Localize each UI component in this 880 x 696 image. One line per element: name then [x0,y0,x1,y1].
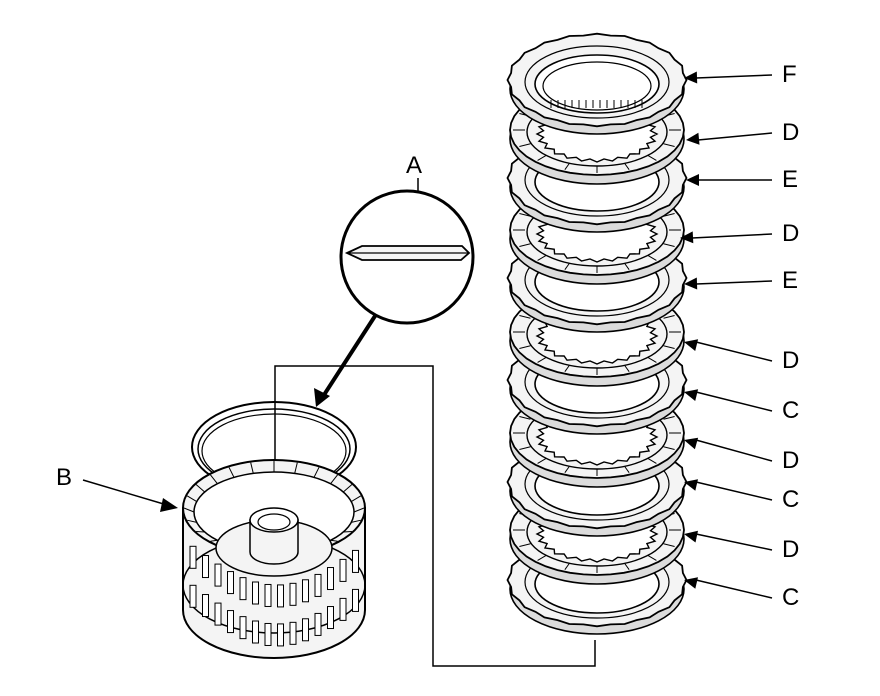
leader-5 [695,280,773,285]
drum-upper-slot [227,571,234,595]
leader-4 [691,233,773,239]
label-plate-8: D [782,447,800,474]
label-plate-11: C [782,584,800,611]
drum-lower-slot [339,597,347,621]
leader-8 [695,439,773,462]
label-plate-6: D [782,347,800,374]
plate-1 [506,32,688,135]
drum-upper-slot [214,563,222,587]
stack-leaders [680,71,773,599]
leader-b [82,479,178,512]
drum-lower-slot [214,602,222,626]
drum-upper-slot [314,573,322,597]
label-plate-4: D [782,220,800,247]
leader-7 [695,391,773,412]
drum-lower-slot [227,610,234,634]
label-plate-3: E [782,166,799,193]
drum-upper-slot [277,584,284,608]
leader-10 [695,533,773,551]
drum-lower-slot [352,588,359,612]
arrowhead-9 [684,479,698,491]
clutch-plate-stack [506,32,688,635]
drum-lower-slot [252,620,259,644]
drum-lower-slot [264,622,272,646]
drum-upper-slot [289,582,297,606]
drum-upper-slot [352,549,359,573]
arrowhead-5 [684,277,698,290]
label-detail-a: A [406,152,423,179]
arrowhead-3 [686,174,699,186]
clutch-drum-b [182,459,366,659]
label-plate-1: F [782,61,797,88]
drum-upper-slot [302,579,309,603]
drum-lower-slot [189,584,197,608]
drum-lower-slot [302,618,309,642]
label-plate-2: D [782,119,800,146]
arrowhead-10 [684,530,698,543]
label-plate-10: D [782,536,800,563]
arrowhead-2 [686,132,700,145]
detail-circle-a [314,178,475,407]
drum-lower-slot [314,612,322,636]
drum-lower-slot [239,616,247,640]
drum-upper-slot [239,577,247,601]
arrowhead-7 [684,389,699,401]
leader-2 [697,132,773,141]
leader-1 [695,74,773,79]
leader-11 [695,579,773,599]
drum-lower-slot [277,623,284,647]
leader-9 [695,481,773,501]
assembly-guide-line [274,365,596,667]
drum-lower-slot [327,606,334,630]
leader-6 [695,341,773,362]
drum-lower-slot [289,621,297,645]
label-plate-5: E [782,267,799,294]
drum-lower-slot [202,594,209,618]
drum-upper-slot [264,583,272,607]
arrowhead-8 [684,437,699,450]
drum-upper-slot [339,558,347,582]
arrowhead-6 [684,339,699,351]
drum-upper-slot [252,581,259,605]
arrowhead-1 [684,71,698,84]
label-plate-9: C [782,486,800,513]
arrowhead-11 [684,577,698,589]
drum-upper-slot [202,555,209,579]
drum-upper-slot [189,545,197,569]
arrowhead-4 [680,231,694,244]
label-plate-7: C [782,397,800,424]
drum-upper-slot [327,567,334,591]
label-drum-b: B [56,464,73,491]
